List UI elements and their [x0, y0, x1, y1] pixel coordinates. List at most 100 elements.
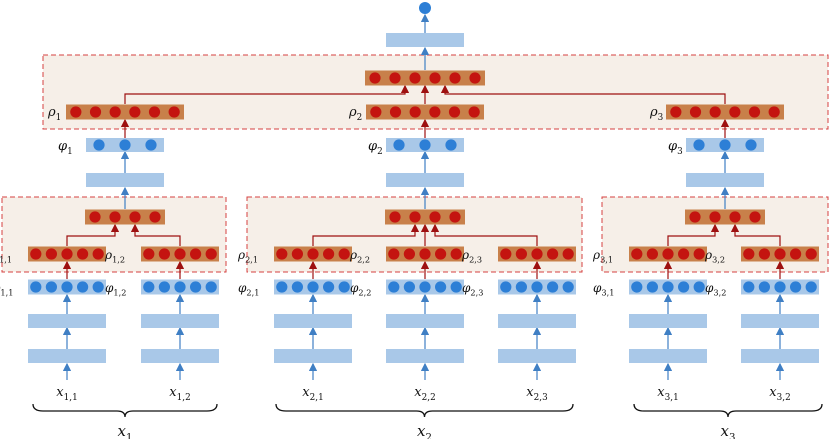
rho-g2-2-unit — [419, 248, 431, 260]
rho-g2-3-unit — [531, 248, 543, 260]
brace-g2 — [275, 403, 574, 418]
edges — [32, 13, 823, 418]
rho-label-g2-3: ρ2,3 — [461, 248, 482, 265]
rho-g3-1 — [629, 246, 707, 262]
hidden-layer-2-g1-1 — [28, 314, 106, 328]
top-hidden-1 — [86, 173, 164, 187]
top-rho-1-bar — [66, 104, 184, 120]
rho-g2-3-unit — [547, 248, 559, 260]
phi-label-g3-1: φ3,1 — [593, 281, 614, 298]
phi-g1-1-unit — [61, 281, 73, 293]
top-rho-2-unit — [448, 106, 461, 118]
top-phi-1-unit — [145, 139, 157, 151]
phi-g2-2-unit — [403, 281, 415, 293]
top-rho-2-bar — [366, 104, 484, 120]
rho-label-g3-2: ρ3,2 — [704, 248, 725, 265]
rho-g2-2 — [386, 246, 464, 262]
hidden-layer-2-g2-2 — [386, 314, 464, 328]
edge-rho-agg-g2-1 — [312, 223, 420, 246]
top-phi-3-unit — [719, 139, 731, 151]
phi-g2-3-unit — [500, 281, 512, 293]
phi-g3-1-unit — [678, 281, 690, 293]
top-phi-3-unit — [745, 139, 757, 151]
edge-rho-agg-g1-2 — [130, 223, 181, 246]
top-hidden-3 — [686, 173, 764, 187]
group-aggregate-g2-unit — [449, 211, 461, 223]
top-phi-label-2: φ2 — [368, 139, 383, 157]
top-hidden-2 — [386, 173, 464, 187]
rho-g3-1-unit — [662, 248, 674, 260]
top-phi-label-3: φ3 — [668, 139, 683, 157]
final-aggregate-unit — [369, 72, 381, 84]
rho-g2-1-unit — [291, 248, 303, 260]
top-phi-label-1: φ1 — [58, 139, 73, 157]
top-rho-3-unit — [748, 106, 761, 118]
rho-g2-3-unit — [500, 248, 512, 260]
rho-g1-1-unit — [77, 248, 89, 260]
group-aggregate-g2-unit — [429, 211, 441, 223]
rho-g2-3-unit — [515, 248, 528, 260]
phi-g1-2-unit — [143, 281, 155, 293]
edge-rho-agg-g1-1 — [66, 223, 120, 246]
input-label-g1-1: x1,1 — [56, 385, 77, 403]
hidden-layer-1-g1-1 — [28, 349, 106, 363]
output-node — [419, 2, 431, 14]
top-rho-2-unit — [468, 106, 480, 118]
hidden-layer-1-g3-1 — [629, 349, 707, 363]
group-aggregate-g2 — [385, 209, 465, 225]
set-label-g2: x2 — [417, 422, 432, 439]
phi-g3-2-unit — [805, 281, 817, 293]
top-rho-3-unit — [689, 106, 702, 118]
rho-g2-1 — [274, 246, 352, 262]
rho-g2-1-unit — [323, 248, 335, 260]
rho-label-g3-1: ρ3,1 — [592, 248, 613, 265]
group-aggregate-g1-unit — [149, 211, 161, 223]
group-aggregate-g3-unit — [729, 211, 741, 223]
top-rho-1 — [66, 104, 184, 120]
top-rho-3-unit — [729, 106, 741, 118]
phi-g1-2 — [141, 279, 219, 295]
top-rho-1-unit — [89, 106, 102, 118]
rho-g3-1-unit — [646, 248, 659, 260]
input-label-g2-2: x2,2 — [414, 385, 435, 403]
top-rho-3-bar — [666, 104, 784, 120]
rho-g1-1-unit — [30, 248, 42, 260]
phi-g2-1 — [274, 279, 352, 295]
top-rho-1-unit — [148, 106, 161, 118]
top-rho-3-unit — [709, 106, 721, 118]
top-phi-1-unit — [119, 139, 131, 151]
phi-g3-2-unit — [790, 281, 802, 293]
hidden-layer-1-g2-1 — [274, 349, 352, 363]
group-aggregate-g1-unit — [129, 211, 141, 223]
hidden-layer-2-g2-1 — [274, 314, 352, 328]
top-rho-2-unit — [389, 106, 402, 118]
rho-g2-1-unit — [276, 248, 288, 260]
top-rho-3-unit — [768, 106, 780, 118]
phi-g2-1-unit — [338, 281, 350, 293]
top-phi-2-unit — [445, 139, 457, 151]
phi-g2-2-unit — [388, 281, 400, 293]
rho-g3-1-unit — [631, 248, 643, 260]
rho-g3-2-unit — [774, 248, 786, 260]
labels: x1,1φ1,1ρ1,1x1,2φ1,2ρ1,2x1x2,1φ2,1ρ2,1x2… — [0, 105, 791, 439]
group-aggregate-g2-unit — [389, 211, 401, 223]
rho-g1-2-unit — [190, 248, 202, 260]
phi-g1-1-unit — [45, 281, 58, 293]
brace-g1 — [32, 403, 218, 418]
phi-g1-2-unit — [205, 281, 217, 293]
top-phi-2-unit — [393, 139, 405, 151]
top-rho-2 — [366, 104, 484, 120]
hidden-layer-2-g3-1 — [629, 314, 707, 328]
phi-g3-1-unit — [662, 281, 674, 293]
rho-g2-3 — [498, 246, 576, 262]
phi-g1-1 — [28, 279, 106, 295]
group-boxes — [1, 54, 829, 273]
top-rho-label-1: ρ1 — [47, 105, 61, 123]
rho-label-g1-2: ρ1,2 — [104, 248, 125, 265]
phi-g2-3-unit — [531, 281, 543, 293]
final-aggregate-bar — [365, 70, 485, 86]
rho-g1-1-unit — [92, 248, 104, 260]
phi-label-g3-2: φ3,2 — [705, 281, 726, 298]
hidden-layer-1-g2-2 — [386, 349, 464, 363]
top-rho-2-unit — [370, 106, 382, 118]
